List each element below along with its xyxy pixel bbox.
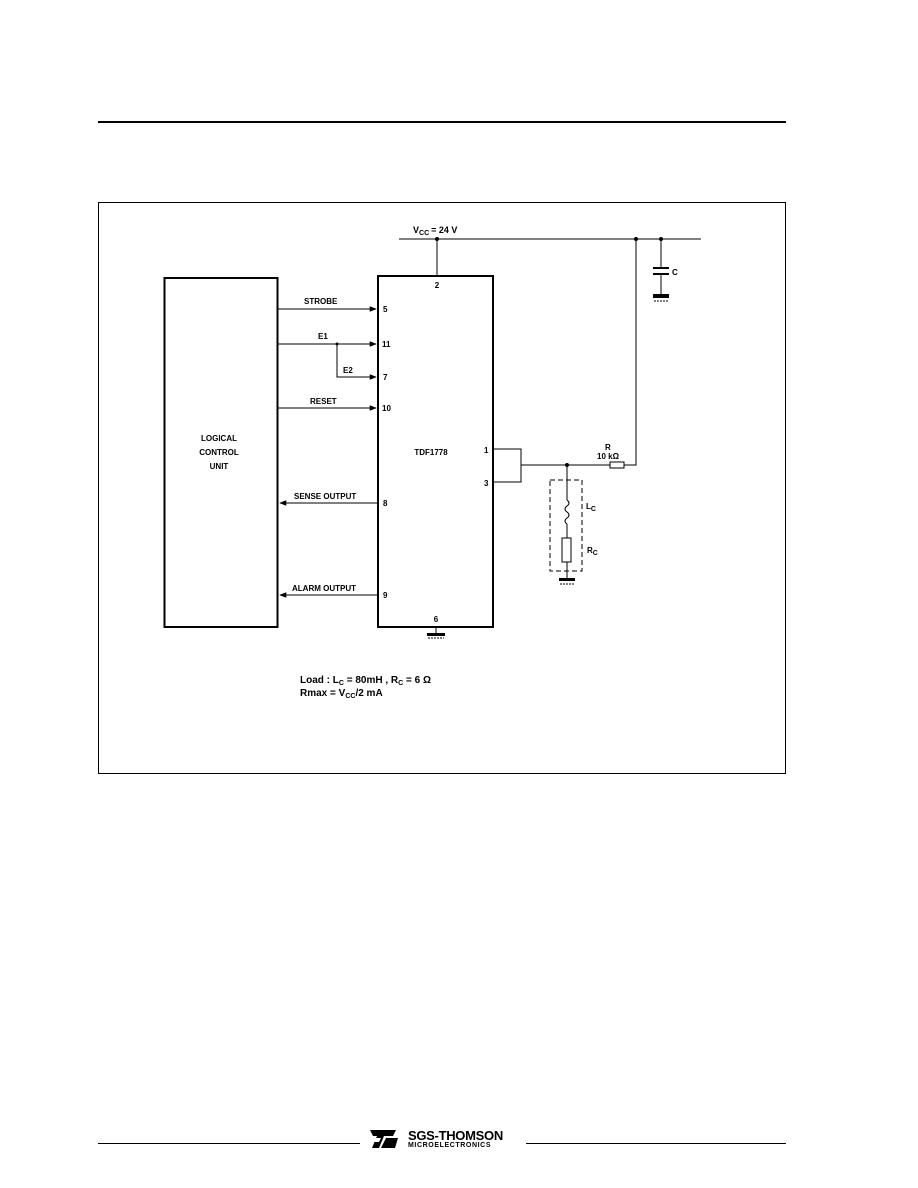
load-dashed-box xyxy=(549,479,583,572)
brand-name: SGS-THOMSON xyxy=(408,1128,503,1143)
logic-unit-line-1: LOGICAL xyxy=(201,434,237,443)
figure-frame xyxy=(98,202,786,774)
capacitor-ground-icon xyxy=(653,294,669,302)
logical-control-unit-box xyxy=(163,277,279,628)
e2-wire xyxy=(336,344,377,380)
pin-8-label: 8 xyxy=(383,499,388,508)
logic-unit-line-2: CONTROL xyxy=(199,448,239,457)
pin-9-label: 9 xyxy=(383,591,388,600)
header-rule xyxy=(98,121,786,123)
load-resistor-label: RC xyxy=(587,546,598,557)
load-ground-icon xyxy=(559,578,575,585)
footer-brand: SGS-THOMSON MICROELECTRONICS xyxy=(360,1126,526,1154)
e2-label: E2 xyxy=(343,366,353,375)
load-note-line-1: Load : LC = 80mH , RC = 6 Ω xyxy=(300,675,431,687)
load-inductor-icon xyxy=(564,499,570,525)
supply-label: VCC= 24 V xyxy=(413,225,457,237)
pin-11-label: 11 xyxy=(382,340,391,349)
pin-7-label: 7 xyxy=(383,373,388,382)
reset-label: RESET xyxy=(310,397,337,406)
brand-division: MICROELECTRONICS xyxy=(408,1142,492,1149)
pin-1-label: 1 xyxy=(484,446,489,455)
resistor-value: 10 kΩ xyxy=(597,452,620,461)
load-resistor-icon xyxy=(561,537,572,563)
alarm-output-label: ALARM OUTPUT xyxy=(292,584,356,593)
e1-label: E1 xyxy=(318,332,328,341)
output-wire-pin1-pin3 xyxy=(493,448,522,483)
pin-6-label: 6 xyxy=(434,615,439,624)
resistor-to-supply-wire xyxy=(624,239,637,466)
pin-10-label: 10 xyxy=(382,404,391,413)
series-resistor xyxy=(609,461,625,469)
pin-3-label: 3 xyxy=(484,479,489,488)
pin-2-label: 2 xyxy=(435,281,440,290)
sense-output-label: SENSE OUTPUT xyxy=(294,492,356,501)
ic-ground-icon xyxy=(427,633,445,639)
st-logo-icon xyxy=(370,1130,398,1148)
resistor-name: R xyxy=(605,443,611,452)
strobe-label: STROBE xyxy=(304,297,338,306)
load-inductor-label: LC xyxy=(586,502,596,513)
load-note-line-2: Rmax = VCC/2 mA xyxy=(300,688,383,700)
logic-unit-line-3: UNIT xyxy=(210,462,229,471)
ic-name: TDF1778 xyxy=(414,448,448,457)
capacitor-label: C xyxy=(672,268,678,277)
pin-5-label: 5 xyxy=(383,305,388,314)
